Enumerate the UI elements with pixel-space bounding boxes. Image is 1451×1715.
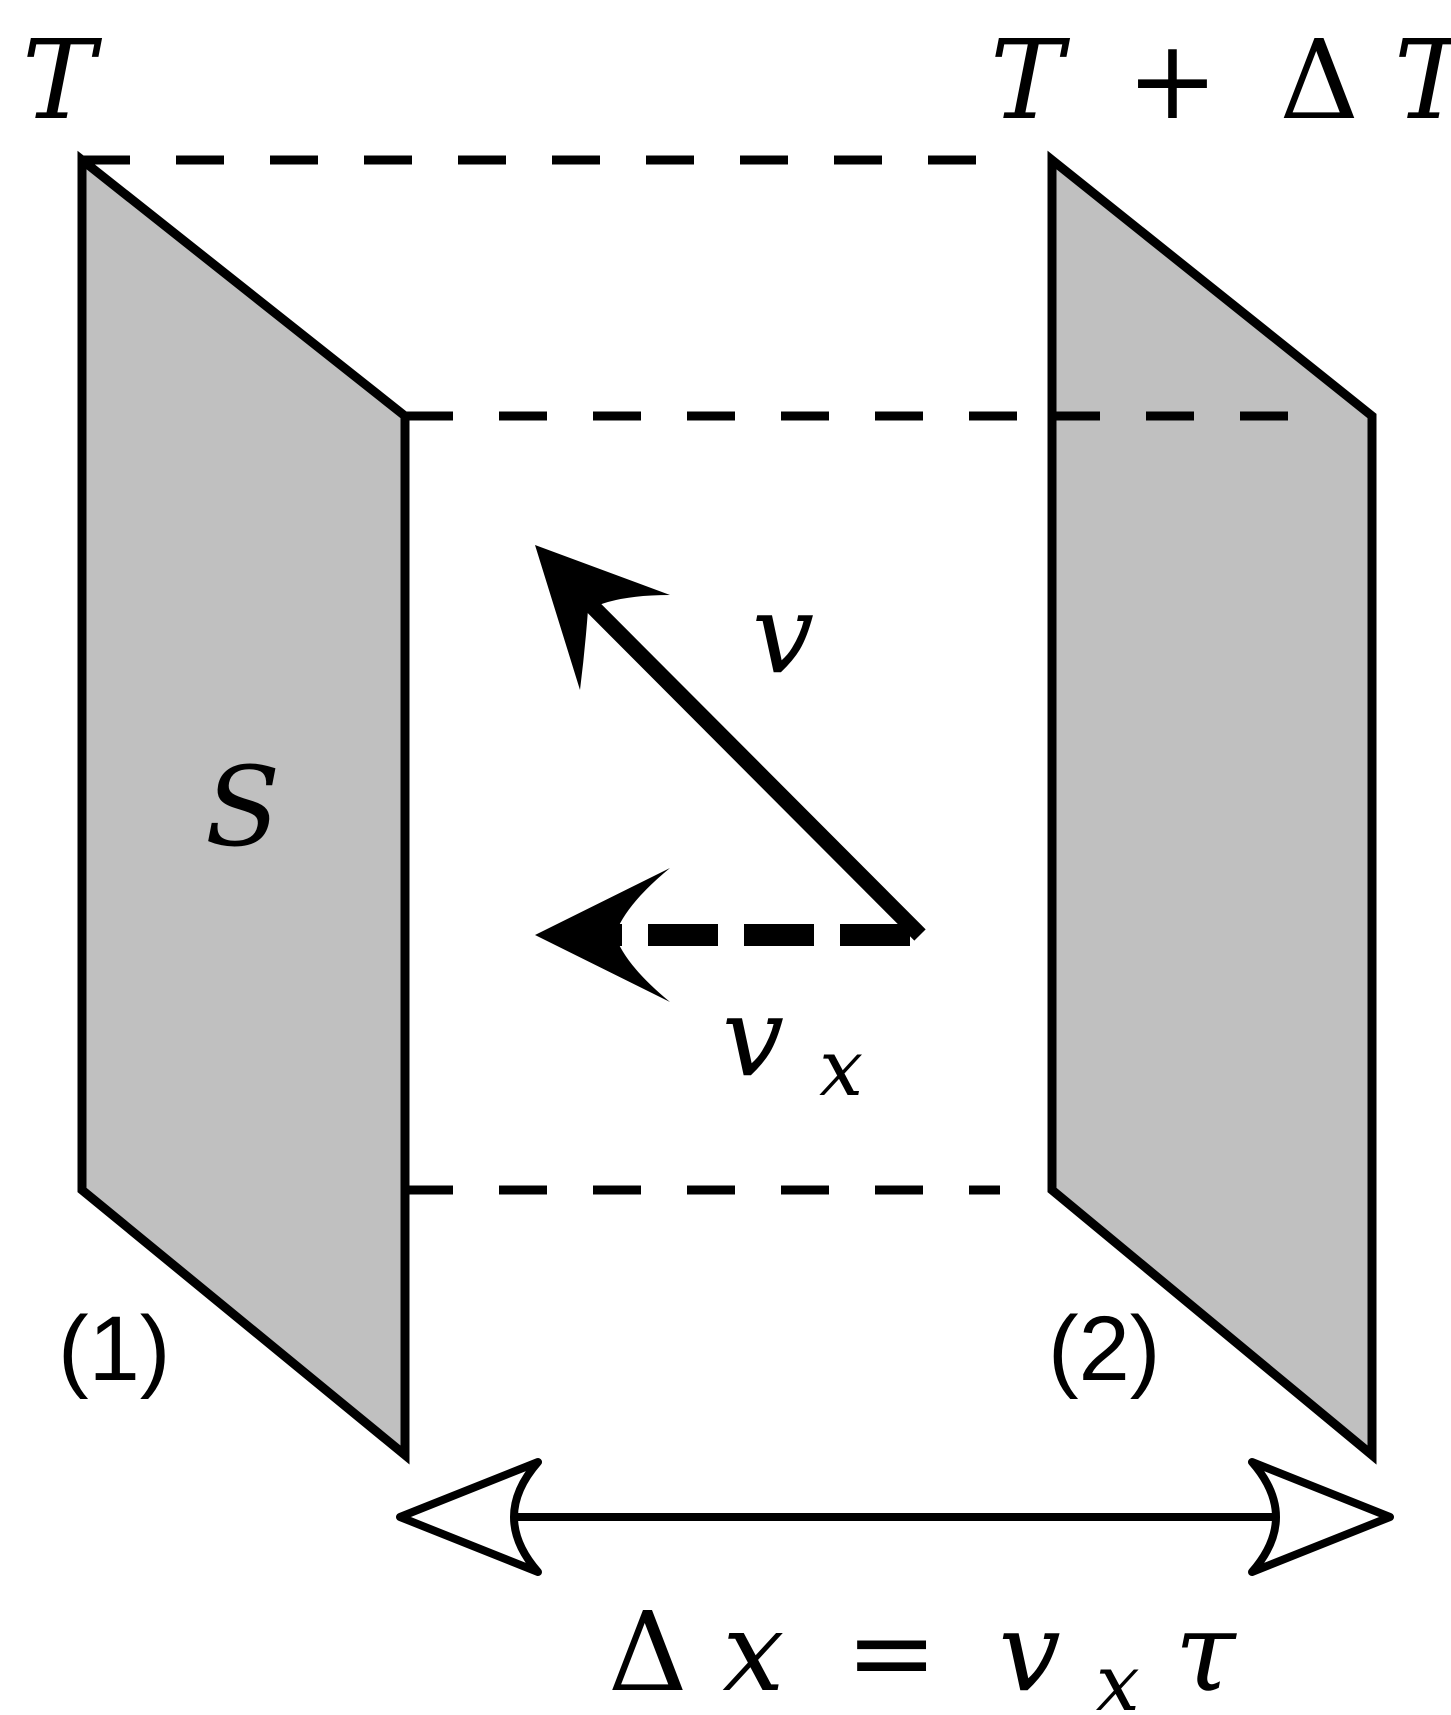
velocity-x-vector-arrowhead [535,868,670,1002]
plate-1-label: (1) [58,1298,170,1400]
plate-2 [1047,150,1377,1465]
velocity-vector-arrowhead [535,545,670,690]
temperature-right-label: T + Δ T [990,16,1451,144]
distance-arrow-left-head [396,1458,542,1576]
velocity-vector-shaft [572,586,926,941]
distance-label: Δ x = v x τ [608,1588,1238,1715]
velocity-x-label: v x [722,973,863,1114]
temperature-left-label: T [22,16,103,144]
plate-2-label: (2) [1048,1298,1160,1400]
distance-arrow-right-head [1248,1458,1394,1576]
velocity-label: v [752,570,814,698]
surface-label: S [205,743,280,871]
plate-1 [77,150,410,1465]
